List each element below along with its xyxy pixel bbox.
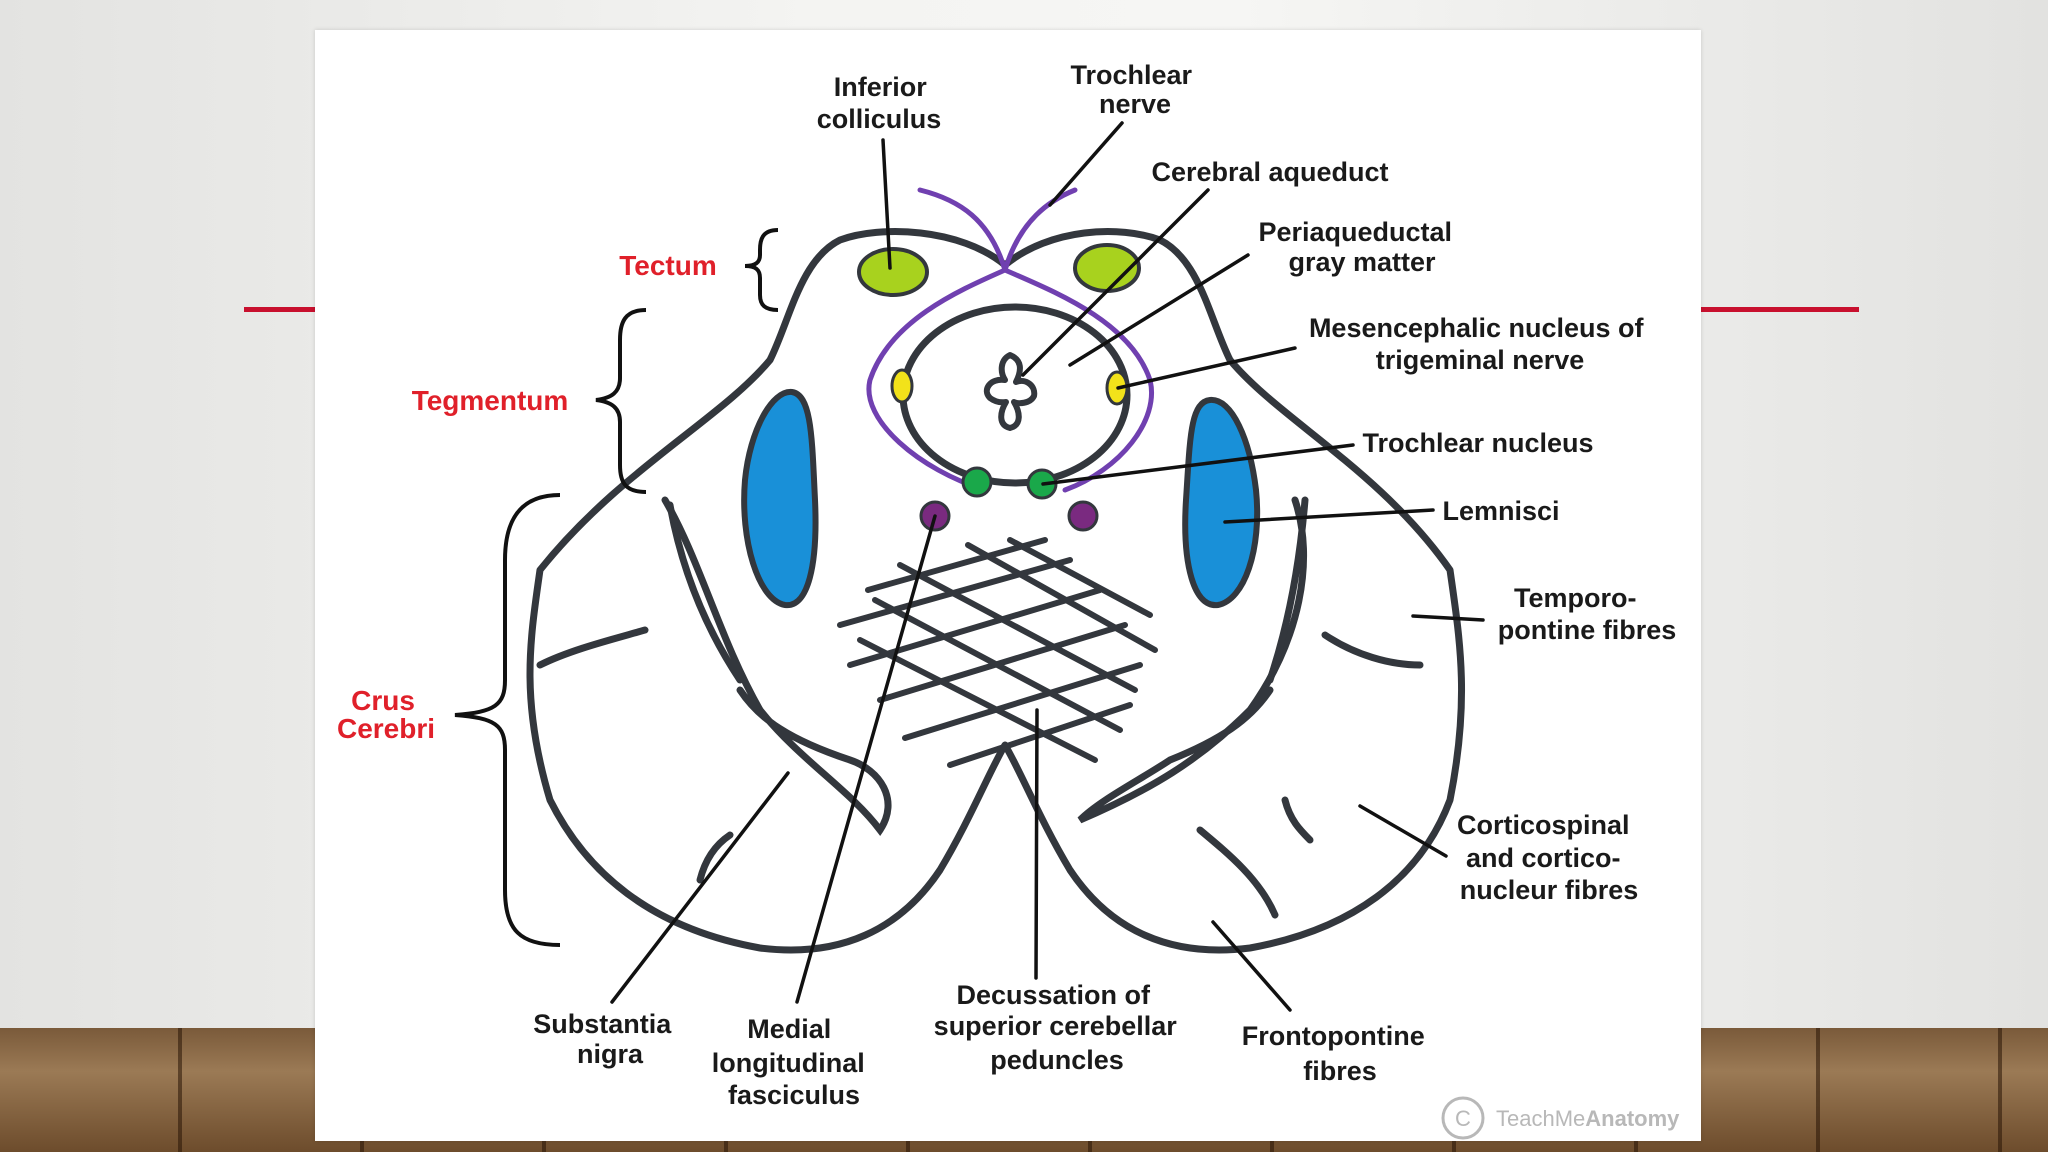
tegmentum-brace [595, 308, 647, 494]
trochlear-nucleus-left [961, 466, 993, 498]
diagram-slide: Tectum Tegmentum Crus Cerebri Inferior c… [315, 30, 1701, 1141]
lateral-crus-outer-line-left [666, 501, 744, 684]
lemniscus-left [741, 389, 819, 609]
label-trochlear-nerve: Trochlear nerve [1070, 60, 1199, 119]
tectum-brace [744, 228, 779, 312]
teachmeanatomy-watermark: C TeachMeAnatomy [1441, 1096, 1680, 1140]
copyright-circle-icon [1441, 1096, 1485, 1140]
accent-line-right [1690, 307, 1859, 312]
right-crus-fibre-line-3 [1281, 796, 1314, 844]
crus-cerebri-brace [454, 493, 561, 947]
label-frontopontine: Frontopontine fibres [1242, 1021, 1432, 1086]
inferior-colliculus-left [857, 247, 929, 297]
label-cerebral-aqueduct: Cerebral aqueduct [1151, 157, 1388, 187]
label-trochlear-nucleus: Trochlear nucleus [1362, 428, 1593, 458]
label-periaqueductal: Periaqueductal gray matter [1258, 217, 1459, 277]
label-substantia-nigra: Substantia nigra [533, 1009, 679, 1069]
lemniscus-right [1182, 397, 1261, 609]
leader-frontopontine [1211, 920, 1292, 1012]
label-crus-cerebri-line2: Cerebri [337, 713, 435, 744]
label-mesencephalic-nucleus: Mesencephalic nucleus of trigeminal nerv… [1309, 313, 1651, 375]
right-crus-inner-line [1077, 496, 1307, 824]
leader-decussation [1034, 708, 1039, 980]
leader-corticospinal [1358, 804, 1448, 858]
leader-trochlear-nucleus [1041, 443, 1355, 486]
left-crus-fibre-line-1 [536, 626, 649, 669]
label-crus-cerebri-line1: Crus [351, 685, 415, 716]
right-crus-fibre-line-2 [1196, 826, 1279, 919]
label-decussation: Decussation of superior cerebellar pedun… [934, 980, 1185, 1075]
decussation-hatching [837, 537, 1158, 768]
watermark-text: TeachMeAnatomy [1496, 1106, 1680, 1131]
label-tectum: Tectum [619, 250, 717, 281]
leader-substantia-nigra [610, 771, 790, 1004]
label-lemnisci: Lemnisci [1442, 496, 1559, 526]
label-corticospinal: Corticospinal and cortico- nucleur fibre… [1457, 810, 1638, 905]
mlf-right [1067, 500, 1099, 532]
label-temporopontine: Temporo- pontine fibres [1498, 583, 1677, 645]
cerebral-aqueduct-shape [983, 352, 1038, 431]
left-crus-inner-line [661, 496, 892, 837]
leader-trochlear-nerve [1048, 121, 1124, 207]
leader-periaqueductal [1068, 253, 1250, 367]
leader-lines [610, 121, 1485, 1012]
leader-temporopontine [1411, 614, 1485, 622]
trochlear-nerve-path-right [1001, 187, 1154, 493]
right-crus-fibre-line-1 [1321, 631, 1424, 669]
mesencephalic-nucleus-left [890, 368, 914, 404]
label-mlf: Medial longitudinal fasciculus [712, 1014, 873, 1110]
leader-inferior-colliculus [881, 138, 892, 270]
label-inferior-colliculus: Inferior colliculus [817, 72, 942, 134]
trochlear-nerve-path-left [866, 187, 1009, 493]
periaqueductal-gray-ring [899, 303, 1131, 487]
left-crus-fibre-line-2 [696, 831, 734, 884]
watermark-symbol: C [1455, 1106, 1471, 1131]
label-tegmentum: Tegmentum [412, 385, 569, 416]
leader-lemnisci [1223, 508, 1435, 524]
leader-cerebral-aqueduct [1021, 188, 1210, 377]
accent-line-left [244, 307, 324, 312]
leader-mlf [795, 514, 937, 1004]
lateral-crus-outer-line-right [1266, 496, 1309, 684]
leader-mesencephalic [1116, 346, 1297, 390]
